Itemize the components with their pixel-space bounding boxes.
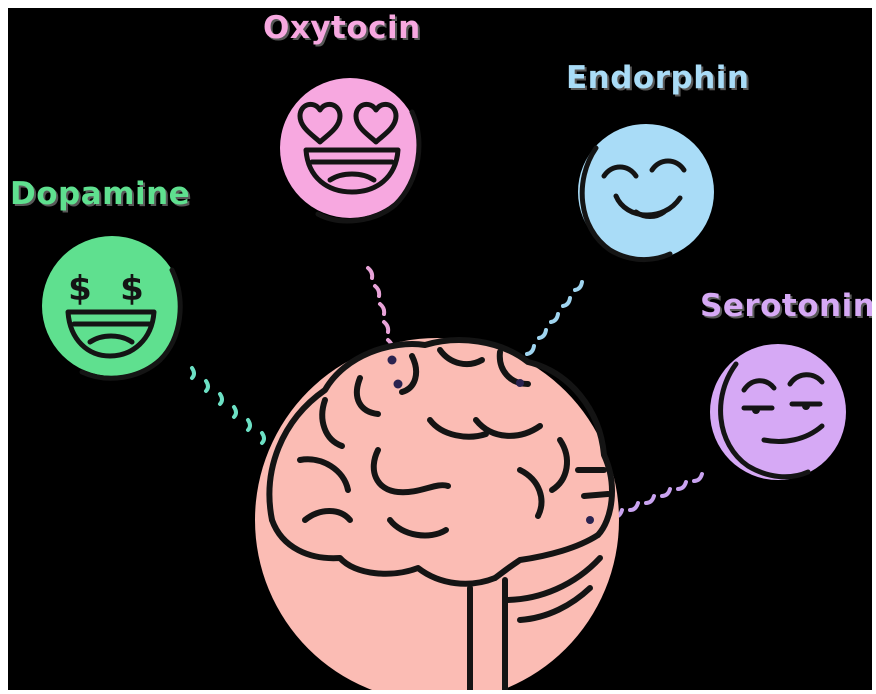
serotonin-connector (614, 474, 702, 517)
brain-icon (255, 338, 619, 690)
label-oxytocin: Oxytocin (263, 10, 421, 46)
dollar-eye-right: $ (120, 269, 144, 309)
dopamine-connector (192, 368, 264, 443)
money-eyes-face-icon: $ $ (42, 236, 182, 378)
label-endorphin: Endorphin (566, 60, 749, 96)
label-dopamine: Dopamine (10, 176, 190, 212)
content-smile-face-icon (578, 124, 714, 260)
diagram-svg: $ $ (8, 8, 872, 690)
endorphin-connector (527, 282, 582, 354)
label-serotonin: Serotonin (700, 288, 872, 324)
heart-eyes-face-icon (280, 78, 420, 221)
oxytocin-connector (368, 268, 392, 350)
smirk-face-icon (710, 344, 846, 480)
dollar-eye-left: $ (68, 269, 92, 309)
diagram-canvas: $ $ Oxytocin Endorphin Dopamine Serotoni… (8, 8, 872, 690)
